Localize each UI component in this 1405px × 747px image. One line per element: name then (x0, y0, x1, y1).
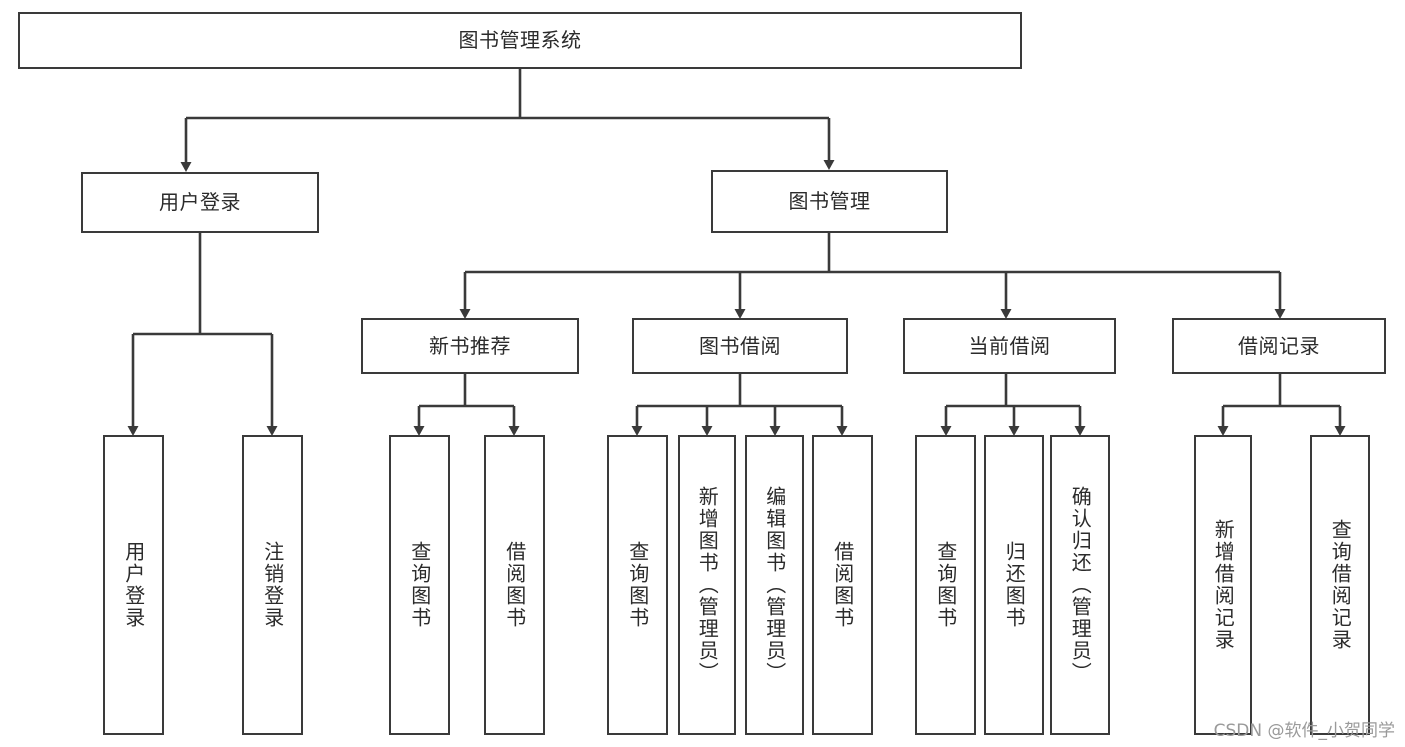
node-leaf-edit-book-label: 编辑图书（管理员） (762, 486, 787, 684)
node-leaf-add-record[interactable]: 新增借阅记录 (1194, 435, 1252, 735)
node-new-book-rec-label: 新书推荐 (429, 333, 511, 358)
node-leaf-borrow-book-1[interactable]: 借阅图书 (484, 435, 545, 735)
node-leaf-borrow-book-2[interactable]: 借阅图书 (812, 435, 873, 735)
node-user-login-label: 用户登录 (159, 190, 241, 214)
node-leaf-query-record[interactable]: 查询借阅记录 (1310, 435, 1370, 735)
node-leaf-return-book[interactable]: 归还图书 (984, 435, 1044, 735)
node-leaf-add-record-label: 新增借阅记录 (1211, 519, 1236, 651)
node-leaf-return-book-label: 归还图书 (1002, 541, 1027, 629)
node-leaf-add-book-label: 新增图书（管理员） (695, 486, 720, 684)
node-leaf-confirm-return[interactable]: 确认归还（管理员） (1050, 435, 1110, 735)
node-current-borrow-label: 当前借阅 (968, 333, 1051, 358)
node-leaf-query-book-2[interactable]: 查询图书 (607, 435, 668, 735)
node-leaf-query-book-1[interactable]: 查询图书 (389, 435, 450, 735)
node-leaf-borrow-book-2-label: 借阅图书 (830, 541, 855, 629)
node-book-manage[interactable]: 图书管理 (711, 170, 948, 233)
node-leaf-query-book-3[interactable]: 查询图书 (915, 435, 976, 735)
node-leaf-query-book-2-label: 查询图书 (625, 541, 650, 629)
node-book-borrow[interactable]: 图书借阅 (632, 318, 848, 374)
node-leaf-confirm-return-label: 确认归还（管理员） (1068, 486, 1093, 684)
node-leaf-query-book-3-label: 查询图书 (933, 541, 958, 629)
node-leaf-user-login[interactable]: 用户登录 (103, 435, 164, 735)
node-leaf-borrow-book-1-label: 借阅图书 (502, 541, 527, 629)
node-leaf-query-record-label: 查询借阅记录 (1328, 519, 1353, 651)
node-borrow-record-label: 借阅记录 (1238, 333, 1320, 358)
node-leaf-user-logout-label: 注销登录 (260, 541, 285, 629)
node-leaf-user-login-label: 用户登录 (121, 541, 146, 629)
node-root[interactable]: 图书管理系统 (18, 12, 1022, 69)
watermark-text: CSDN @软件_小贺同学 (1213, 721, 1395, 741)
node-user-login[interactable]: 用户登录 (81, 172, 319, 233)
node-book-borrow-label: 图书借阅 (699, 333, 781, 358)
node-leaf-query-book-1-label: 查询图书 (407, 541, 432, 629)
node-book-manage-label: 图书管理 (788, 189, 871, 213)
node-leaf-add-book[interactable]: 新增图书（管理员） (678, 435, 736, 735)
node-root-label: 图书管理系统 (458, 28, 582, 52)
node-borrow-record[interactable]: 借阅记录 (1172, 318, 1386, 374)
node-new-book-rec[interactable]: 新书推荐 (361, 318, 579, 374)
node-current-borrow[interactable]: 当前借阅 (903, 318, 1116, 374)
node-leaf-edit-book[interactable]: 编辑图书（管理员） (745, 435, 804, 735)
node-leaf-user-logout[interactable]: 注销登录 (242, 435, 303, 735)
